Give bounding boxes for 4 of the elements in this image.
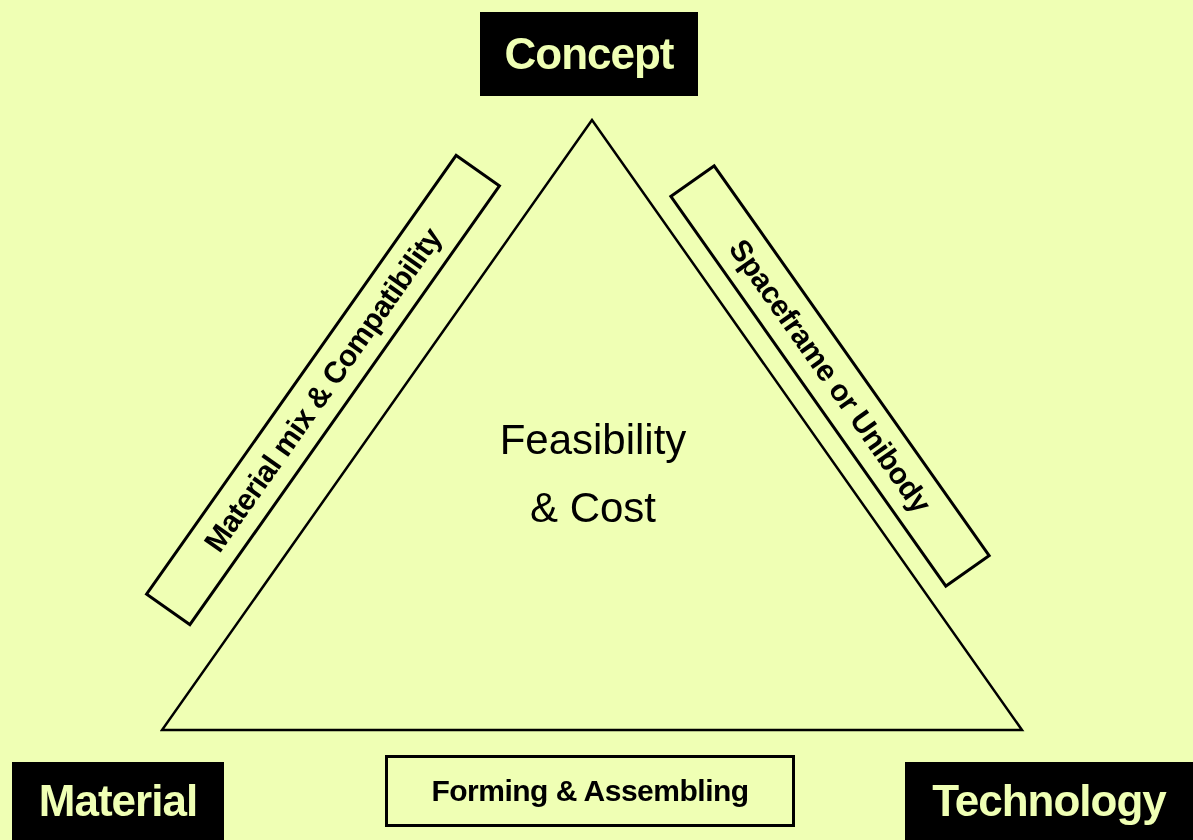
label-box: Concept bbox=[480, 12, 698, 96]
label-box: Material bbox=[12, 762, 224, 840]
label-box: Technology bbox=[905, 762, 1193, 840]
label-box: Forming & Assembling bbox=[385, 755, 795, 827]
